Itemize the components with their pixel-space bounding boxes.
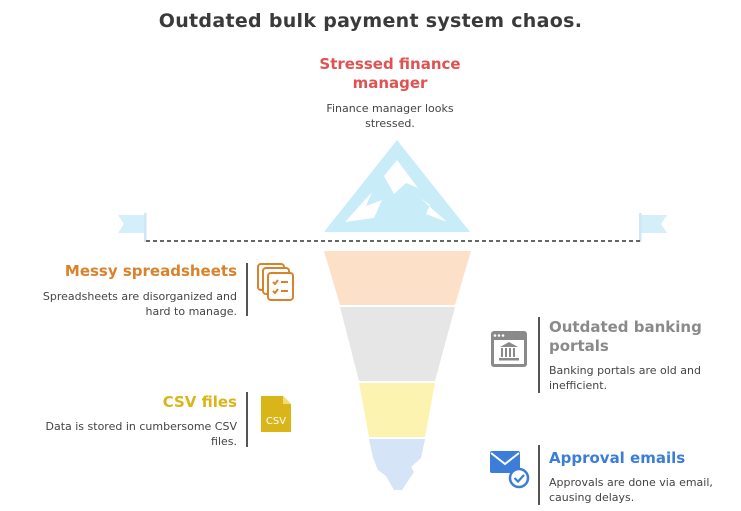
left-water-flag <box>118 213 147 242</box>
csv-files-divider <box>246 392 248 447</box>
right-water-flag <box>639 213 667 242</box>
messy-spreadsheets-description: Spreadsheets are disorganized and hard t… <box>42 290 237 318</box>
approval-emails-heading: Approval emails <box>549 449 686 467</box>
iceberg-layer-messy-spreadsheets <box>324 251 471 305</box>
banking-portals-divider <box>538 317 540 393</box>
diagram-title: Outdated bulk payment system chaos. <box>158 10 583 32</box>
csv-files-description: Data is stored in cumbersome CSV files. <box>45 420 237 448</box>
spreadsheet-checklist-icon <box>257 263 294 301</box>
messy-spreadsheets-divider <box>246 263 248 316</box>
messy-spreadsheets-heading: Messy spreadsheets <box>64 262 237 280</box>
iceberg-layer-banking-portals <box>340 307 455 381</box>
csv-file-icon: CSV <box>261 396 291 432</box>
approval-emails-divider <box>538 445 540 505</box>
csv-file-icon-label: CSV <box>266 416 286 427</box>
peak-heading: Stressed finance manager <box>319 55 461 92</box>
approval-emails-description: Approvals are done via email, causing de… <box>549 476 713 504</box>
iceberg-layer-approval-emails <box>369 439 425 490</box>
csv-files-heading: CSV files <box>162 393 237 411</box>
iceberg-layer-csv-files <box>359 383 435 437</box>
banking-portals-heading: Outdated banking portals <box>549 318 702 355</box>
iceberg-tip <box>324 140 470 232</box>
email-check-icon <box>490 451 530 489</box>
peak-description: Finance manager looks stressed. <box>326 102 454 130</box>
bank-browser-icon <box>491 331 527 367</box>
banking-portals-description: Banking portals are old and inefficient. <box>549 364 701 392</box>
